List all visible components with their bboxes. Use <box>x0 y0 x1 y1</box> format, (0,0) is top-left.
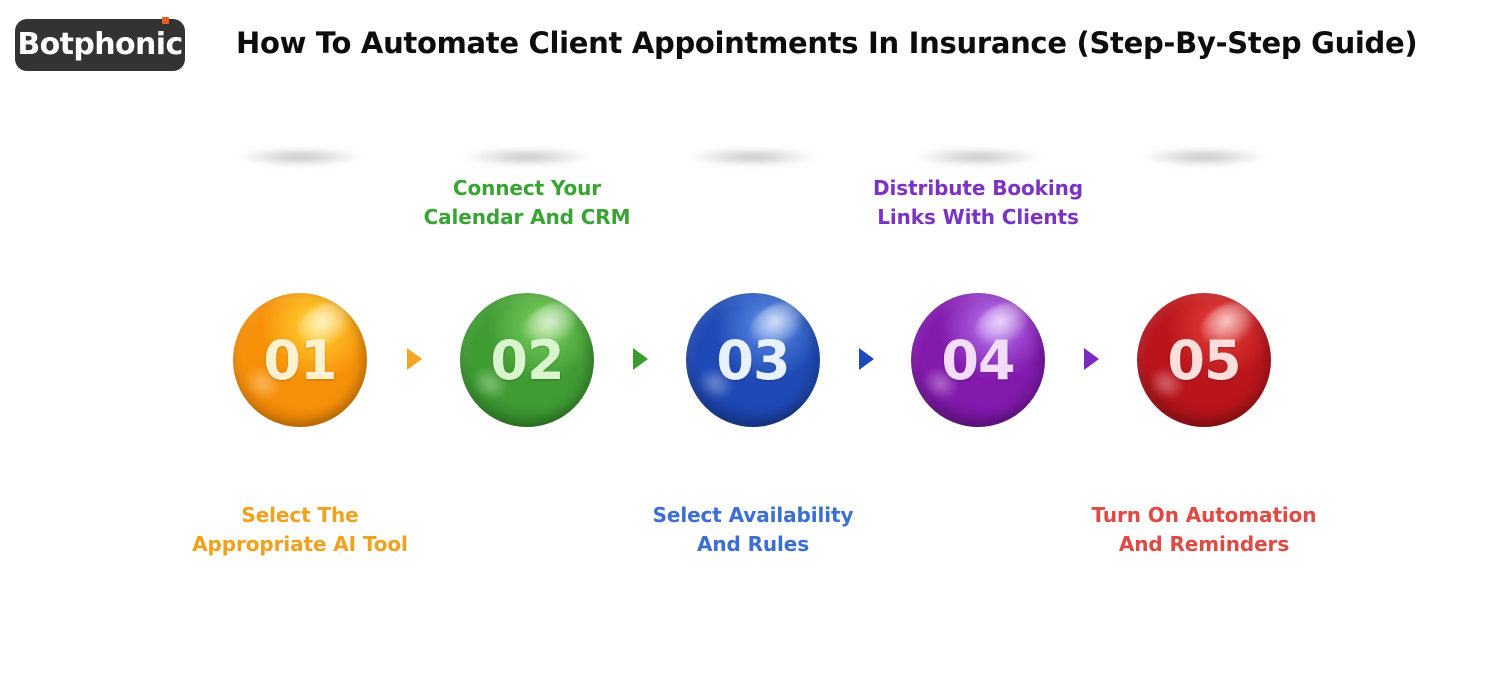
sphere-shadow <box>916 148 1040 166</box>
step-label-line-2: And Reminders <box>1118 532 1290 556</box>
logo-accent-dot-icon <box>161 17 169 24</box>
step-label-line-1: Select The <box>241 503 359 527</box>
flow-arrow-right-icon <box>406 348 422 370</box>
step-node-02[interactable]: 02 <box>460 293 594 427</box>
sphere-shadow <box>1142 148 1266 166</box>
step-label-line-2: Links With Clients <box>877 205 1079 229</box>
step-label-line-1: Select Availability <box>652 503 854 527</box>
step-sphere-icon <box>460 293 594 427</box>
step-number-label: 04 <box>941 328 1015 392</box>
step-label-line-2: And Rules <box>696 532 810 556</box>
step-sphere-icon <box>233 293 367 427</box>
flow-arrow-right-icon <box>633 348 648 370</box>
step-label-line-2: Appropriate AI Tool <box>192 532 408 556</box>
step-label-line-2: Calendar And CRM <box>423 205 631 229</box>
step-node-01[interactable]: 01 <box>233 293 367 427</box>
step-label-line-1: Connect Your <box>452 176 602 200</box>
step-node-04[interactable]: 04 <box>911 293 1045 427</box>
step-number-label: 03 <box>716 328 790 392</box>
brand-logo-text: Botphonic <box>17 27 183 62</box>
sphere-shadow <box>691 148 815 166</box>
step-node-03[interactable]: 03 <box>686 293 820 427</box>
step-node-05[interactable]: 05 <box>1137 293 1271 427</box>
step-label-line-1: Turn On Automation <box>1091 503 1317 527</box>
step-number-label: 02 <box>490 328 564 392</box>
flow-arrow-right-icon <box>858 348 874 370</box>
flow-arrow-right-icon <box>1084 348 1099 370</box>
step-sphere-icon <box>911 293 1045 427</box>
page-header: Botphonic How To Automate Client Appoint… <box>0 0 1500 90</box>
brand-logo[interactable]: Botphonic <box>15 17 185 71</box>
sphere-shadow <box>238 148 362 166</box>
page-title: How To Automate Client Appointments In I… <box>236 26 1418 60</box>
step-number-label: 05 <box>1167 328 1241 392</box>
step-sphere-icon <box>1137 293 1271 427</box>
step-label-line-1: Distribute Booking <box>873 176 1083 200</box>
step-number-label: 01 <box>263 328 337 392</box>
step-sphere-icon <box>686 293 820 427</box>
sphere-shadow <box>465 148 589 166</box>
